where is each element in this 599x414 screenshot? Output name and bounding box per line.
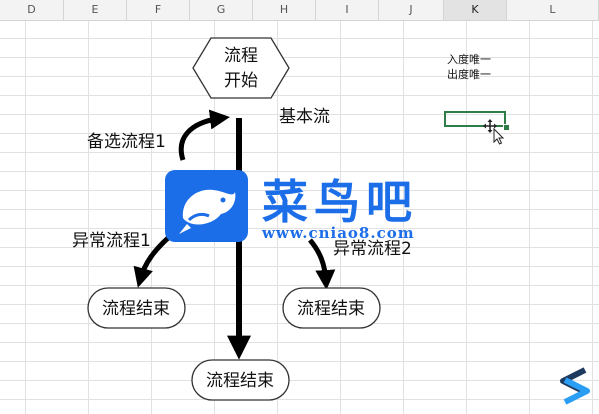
end-terminator-bottom[interactable] <box>191 359 290 401</box>
fill-handle[interactable] <box>503 124 510 131</box>
cell-k-indegree[interactable]: 入度唯一 <box>447 53 491 66</box>
end-terminator-right[interactable] <box>282 287 381 329</box>
column-header-j[interactable]: J <box>379 0 444 20</box>
spreadsheet-grid[interactable] <box>0 21 599 414</box>
end-bottom-label: 流程结束 <box>206 371 274 391</box>
column-header-f[interactable]: F <box>127 0 190 20</box>
column-header-g[interactable]: G <box>190 0 253 20</box>
column-header-i[interactable]: I <box>316 0 379 20</box>
alt-flow-label: 备选流程1 <box>87 132 166 152</box>
end-terminator-left[interactable] <box>87 287 186 329</box>
watermark-url: www.cniao8.com <box>262 224 415 242</box>
column-header-d[interactable]: D <box>0 0 64 20</box>
alt-flow-arrow[interactable] <box>178 109 230 161</box>
exception-arrow-right[interactable] <box>308 238 336 290</box>
column-header-k[interactable]: K <box>444 0 507 20</box>
column-header-e[interactable]: E <box>64 0 127 20</box>
bird-logo-icon <box>165 170 248 242</box>
end-left-label: 流程结束 <box>102 299 170 319</box>
basic-flow-label: 基本流 <box>279 107 330 127</box>
selected-cell-k[interactable] <box>444 111 506 127</box>
column-header-bar: D E F G H I J K L <box>0 0 599 21</box>
watermark-brand: 菜鸟吧 <box>262 175 418 229</box>
exception-flow-1-label: 异常流程1 <box>72 231 151 251</box>
corner-s-logo-icon <box>560 367 590 405</box>
cell-k-outdegree[interactable]: 出度唯一 <box>447 68 491 81</box>
end-right-label: 流程结束 <box>297 299 365 319</box>
start-label-line1: 流程 <box>224 46 258 66</box>
exception-flow-2-label: 异常流程2 <box>333 239 412 259</box>
start-hexagon[interactable] <box>192 37 290 99</box>
move-cursor-icon <box>483 119 505 145</box>
exception-arrow-left[interactable] <box>133 236 170 288</box>
column-header-h[interactable]: H <box>253 0 316 20</box>
start-label-line2: 开始 <box>224 71 258 91</box>
